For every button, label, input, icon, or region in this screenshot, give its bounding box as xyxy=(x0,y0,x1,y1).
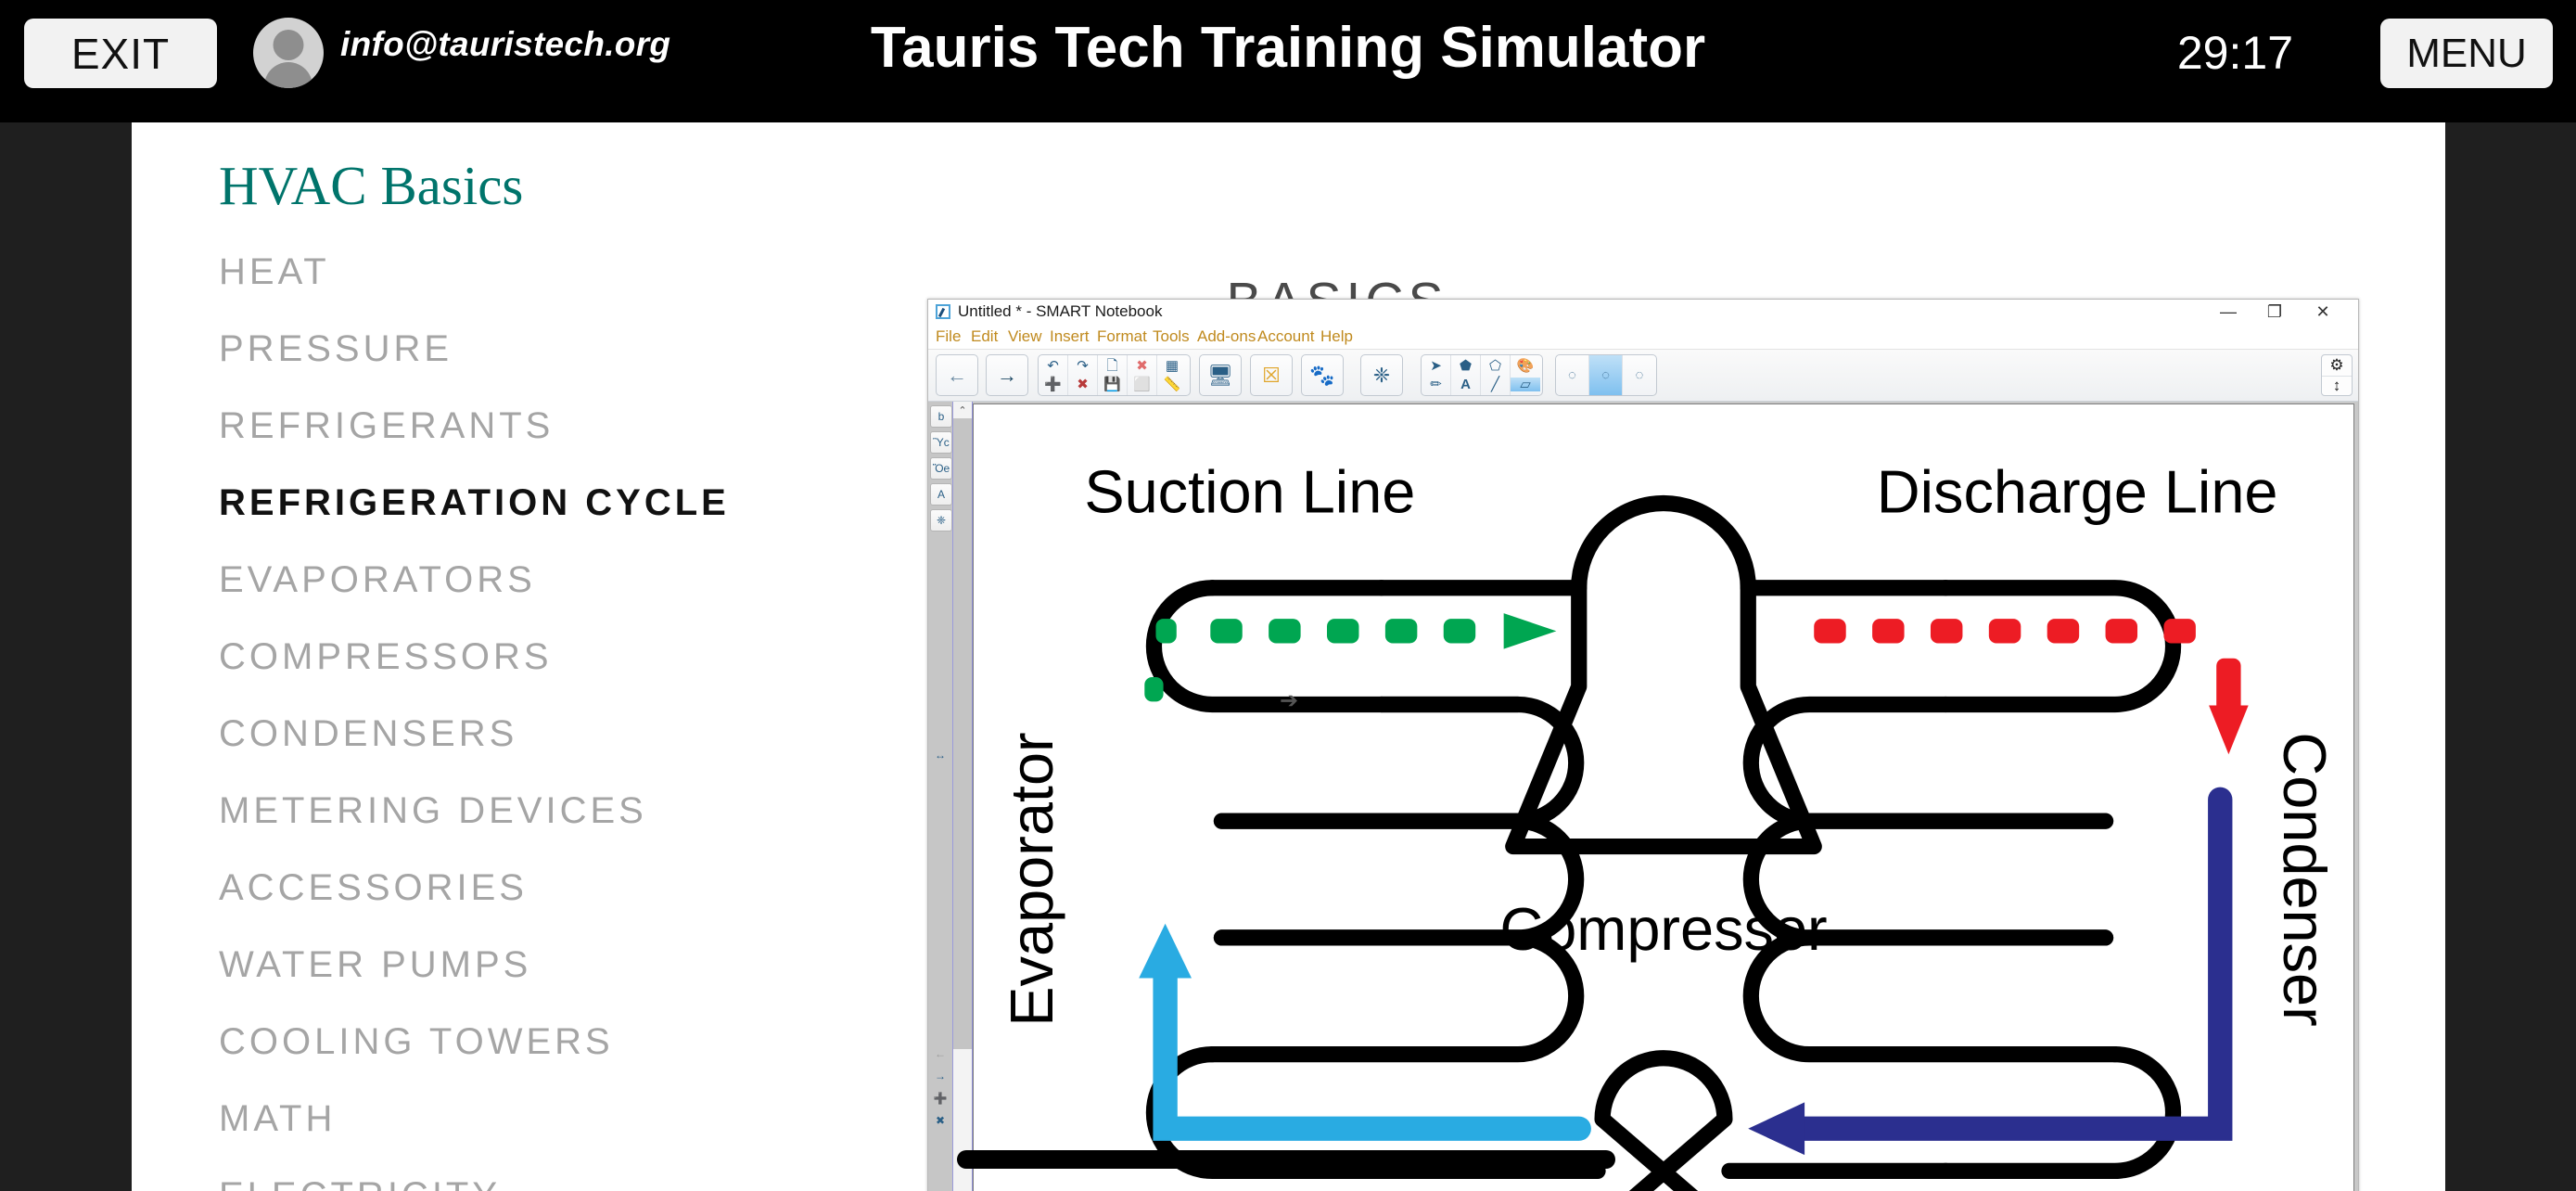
fill-icon[interactable]: 🎨▱ xyxy=(1511,355,1540,395)
toolbar-group-back: ← xyxy=(936,354,978,396)
scroll-thumb[interactable] xyxy=(953,418,972,1049)
paste-icon[interactable]: 🗋💾 xyxy=(1098,355,1128,395)
course-sidebar: HVAC Basics HEATPRESSUREREFRIGERANTSREFR… xyxy=(132,122,874,1191)
sidebar-item-cooling-towers[interactable]: COOLING TOWERS xyxy=(219,1004,868,1081)
gallery-icon[interactable]: Ὓc xyxy=(930,431,952,454)
puzzle-icon[interactable]: ❈ xyxy=(1361,355,1402,395)
notebook-body: ὜bὛcὌeA ❈ ↔ ←→➕✖ ⌃ ⌄ xyxy=(928,402,2358,1191)
label-discharge-line: Discharge Line xyxy=(1877,458,2278,526)
toolbar-group-forward: → xyxy=(986,354,1028,396)
toolbar-group-tools: ➤✏ ⬟A ⬠╱ 🎨▱ xyxy=(1421,354,1543,396)
move-toolbar-icon[interactable]: ↕ xyxy=(2322,377,2352,397)
toolbar-group-gallery-add: ❈ xyxy=(1360,354,1403,396)
menu-help[interactable]: Help xyxy=(1320,327,1353,346)
arrow-left-icon[interactable]: ← xyxy=(937,355,977,395)
sidebar-item-electricity[interactable]: ELECTRICITY xyxy=(219,1158,868,1191)
sidebar-item-heat[interactable]: HEAT xyxy=(219,234,868,311)
eraser-medium-icon[interactable]: ◌ xyxy=(1589,355,1623,395)
menu-tools[interactable]: Tools xyxy=(1153,327,1190,346)
next-page-icon[interactable]: → xyxy=(930,1066,950,1086)
course-nav-list: HEATPRESSUREREFRIGERANTSREFRIGERATION CY… xyxy=(219,234,868,1191)
delete-icon[interactable]: ✖⬜ xyxy=(1128,355,1157,395)
restore-icon[interactable]: ❐ xyxy=(2256,301,2293,322)
label-suction-line: Suction Line xyxy=(1084,458,1415,526)
label-evaporator: Evaporator xyxy=(998,732,1065,1026)
smart-notebook-icon xyxy=(936,304,950,319)
sidebar-item-compressors[interactable]: COMPRESSORS xyxy=(219,619,868,696)
add-ons-icon[interactable]: A xyxy=(930,483,952,506)
page-sorter-icon[interactable]: ὜b xyxy=(930,405,952,428)
sidebar-item-metering-devices[interactable]: METERING DEVICES xyxy=(219,773,868,850)
checkbox-icon[interactable]: ☒ xyxy=(1251,355,1292,395)
resize-handle-icon[interactable]: ↔ xyxy=(930,745,950,765)
sidebar-item-evaporators[interactable]: EVAPORATORS xyxy=(219,542,868,619)
menu-add-ons[interactable]: Add-ons xyxy=(1197,327,1256,346)
sidebar-item-condensers[interactable]: CONDENSERS xyxy=(219,696,868,773)
prev-page-icon[interactable]: ← xyxy=(930,1044,950,1064)
course-title: HVAC Basics xyxy=(219,154,523,218)
menu-button[interactable]: MENU xyxy=(2380,19,2553,88)
sidebar-item-refrigeration-cycle[interactable]: REFRIGERATION CYCLE xyxy=(219,465,868,542)
sidebar-item-pressure[interactable]: PRESSURE xyxy=(219,311,868,388)
notebook-canvas[interactable]: Suction Line Discharge Line Compressor M… xyxy=(973,403,2354,1191)
screen-capture-icon[interactable]: 🖥 xyxy=(1200,355,1241,395)
select-pointer-icon[interactable]: ➤✏ xyxy=(1422,355,1451,395)
notebook-toolbar: ← → ↶➕ ↷✖ 🗋💾 ✖⬜ ▦📏 🖥 ☒ xyxy=(928,349,2358,402)
mouse-cursor-icon: ➔ xyxy=(1280,687,1298,714)
sidebar-item-accessories[interactable]: ACCESSORIES xyxy=(219,850,868,927)
menu-format[interactable]: Format xyxy=(1097,327,1147,346)
gear-icon[interactable]: ⚙ xyxy=(2322,355,2352,377)
close-icon[interactable]: ✕ xyxy=(2304,301,2341,322)
lab-icon[interactable]: 🐾 xyxy=(1302,355,1343,395)
toolbar-group-lab: 🐾 xyxy=(1301,354,1344,396)
add-page-icon[interactable]: ➕ xyxy=(930,1088,950,1108)
horizontal-scrollbar[interactable] xyxy=(957,1150,1615,1169)
menu-view[interactable]: View xyxy=(1008,327,1042,346)
minimize-icon[interactable]: — xyxy=(2210,301,2247,322)
table-icon[interactable]: ▦📏 xyxy=(1157,355,1187,395)
menu-file[interactable]: File xyxy=(936,327,961,346)
toolbar-group-response: ☒ xyxy=(1250,354,1293,396)
attachments-icon[interactable]: Ὄe xyxy=(930,457,952,480)
eraser-small-icon[interactable]: ◌ xyxy=(1556,355,1589,395)
redo-icon[interactable]: ↷✖ xyxy=(1068,355,1098,395)
notebook-title-bar: Untitled * - SMART Notebook — ❐ ✕ xyxy=(928,300,2358,325)
sidebar-item-refrigerants[interactable]: REFRIGERANTS xyxy=(219,388,868,465)
top-bar: EXIT info@tauristech.org Tauris Tech Tra… xyxy=(0,0,2576,122)
notebook-title-text: Untitled * - SMART Notebook xyxy=(958,302,1162,321)
toolbar-group-settings: ⚙ ↕ xyxy=(2321,354,2353,396)
menu-account[interactable]: Account xyxy=(1257,327,1314,346)
content-panel: HVAC Basics HEATPRESSUREREFRIGERANTSREFR… xyxy=(132,122,2445,1191)
sidebar-item-water-pumps[interactable]: WATER PUMPS xyxy=(219,927,868,1004)
refrigeration-cycle-diagram: Suction Line Discharge Line Compressor M… xyxy=(974,404,2353,1191)
toolbar-group-eraser-sizes: ◌ ◌ ◌ xyxy=(1555,354,1657,396)
timer-display: 29:17 xyxy=(2177,26,2293,80)
shapes-icon[interactable]: ⬟A xyxy=(1451,355,1481,395)
page-stage: HVAC Basics HEATPRESSUREREFRIGERANTSREFR… xyxy=(0,122,2576,1191)
sidebar-item-math[interactable]: MATH xyxy=(219,1081,868,1158)
smart-response-icon[interactable]: ❈ xyxy=(930,509,952,531)
notebook-vertical-scrollbar[interactable]: ⌃ ⌄ xyxy=(953,402,973,1191)
toolbar-group-file-edit: ↶➕ ↷✖ 🗋💾 ✖⬜ ▦📏 xyxy=(1038,354,1191,396)
eraser-large-icon[interactable]: ◌ xyxy=(1623,355,1656,395)
remove-page-icon[interactable]: ✖ xyxy=(930,1110,950,1131)
notebook-menu-bar: File Edit View Insert Format Tools Add-onsAcco… xyxy=(928,325,2358,349)
smart-notebook-window: Untitled * - SMART Notebook — ❐ ✕ File Ed… xyxy=(927,299,2359,1191)
shape-pen-icon[interactable]: ⬠╱ xyxy=(1481,355,1511,395)
scroll-up-icon[interactable]: ⌃ xyxy=(953,402,972,418)
notebook-side-tabs: ὜bὛcὌeA ❈ ↔ ←→➕✖ xyxy=(928,402,953,1191)
undo-icon[interactable]: ↶➕ xyxy=(1039,355,1068,395)
toolbar-group-screen-capture: 🖥 xyxy=(1199,354,1242,396)
arrow-right-icon[interactable]: → xyxy=(987,355,1027,395)
label-condenser: Condenser xyxy=(2271,732,2339,1026)
menu-edit[interactable]: Edit xyxy=(971,327,998,346)
label-compressor: Compressor xyxy=(1499,895,1827,963)
menu-insert[interactable]: Insert xyxy=(1050,327,1090,346)
